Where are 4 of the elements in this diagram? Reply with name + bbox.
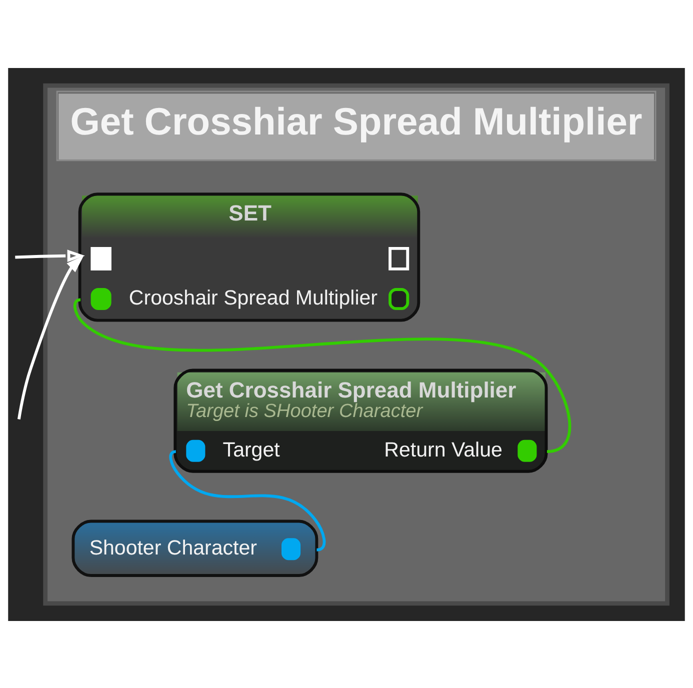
arrow [15,249,85,272]
connector [74,298,572,453]
arrow [18,255,84,419]
connector [169,450,326,551]
